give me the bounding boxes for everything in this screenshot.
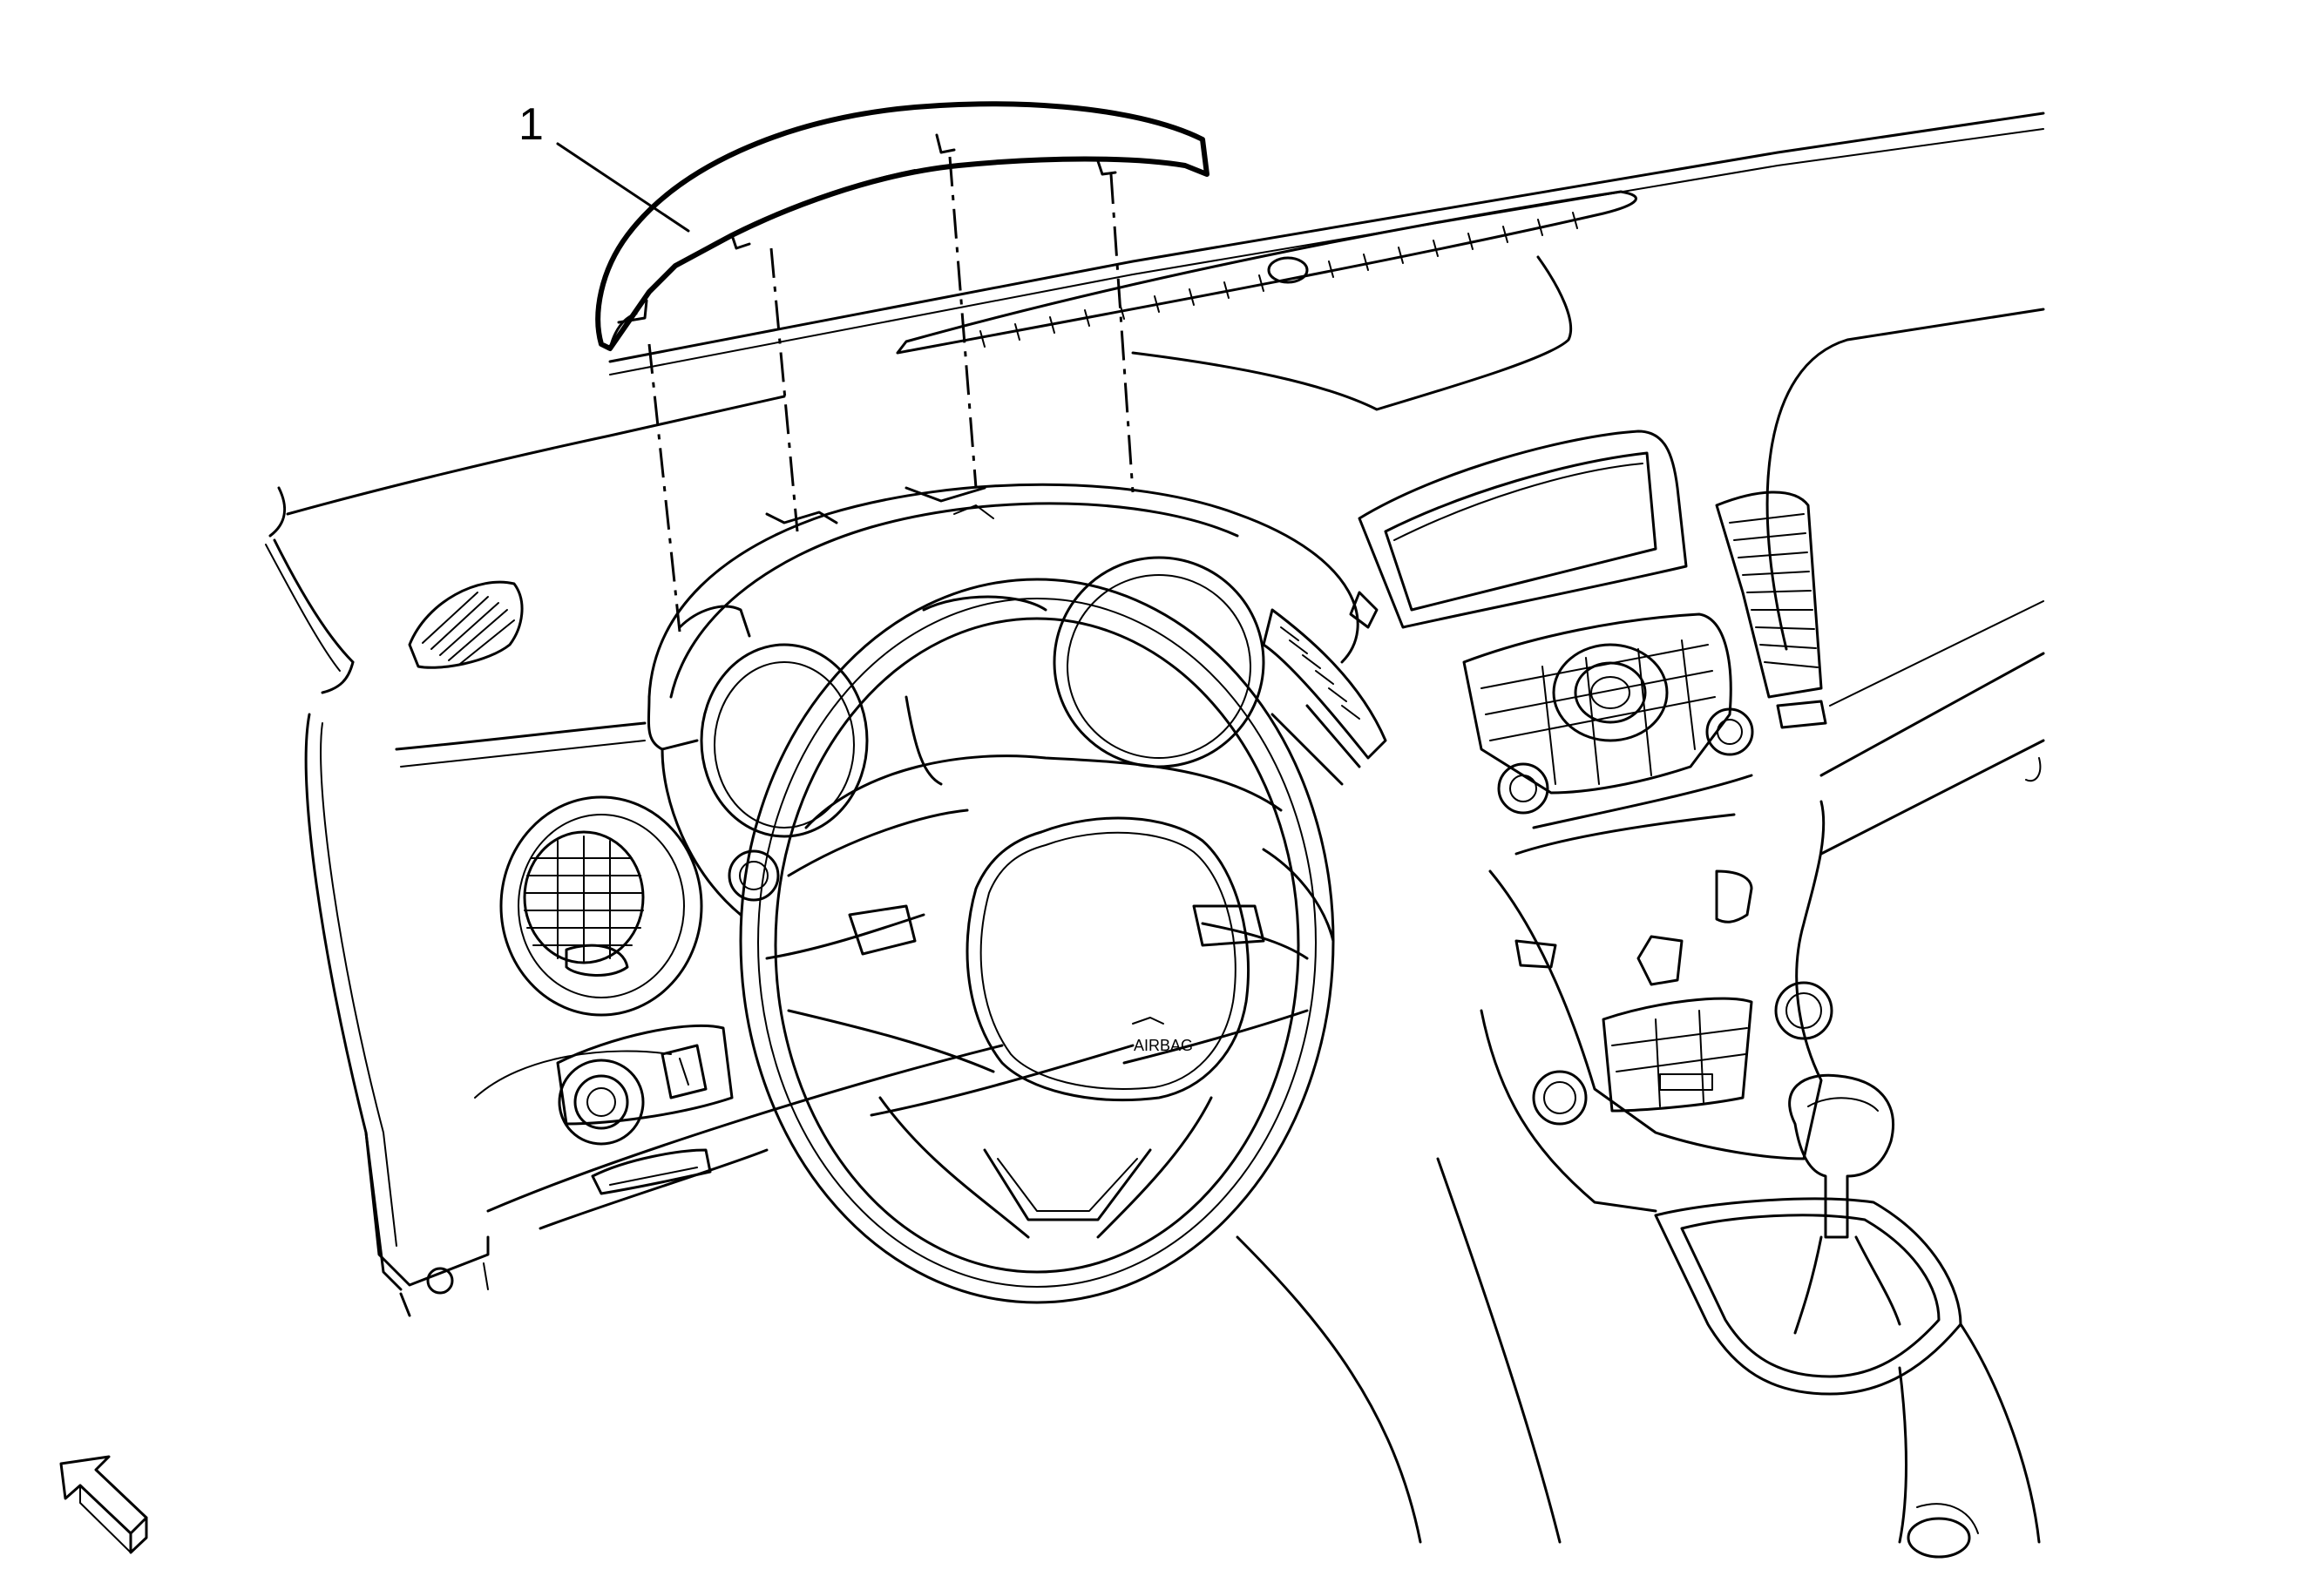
display-hood [1131, 255, 1573, 411]
left-round-vent [499, 795, 703, 1017]
steering-wheel [739, 578, 1335, 1304]
lower-left-slot [539, 1148, 769, 1230]
left-lower-panel [304, 713, 1135, 1317]
steering-column-controls [728, 591, 1387, 902]
callout-1: 1 [518, 99, 690, 233]
center-right-vent [1715, 490, 1827, 729]
airbag-module: AIRBAG [966, 816, 1250, 1102]
front-direction-arrow-icon [59, 1455, 148, 1554]
instrument-cluster-bezel [647, 483, 1359, 917]
callout-label-1: 1 [518, 99, 544, 150]
dash-top-surface [265, 112, 2045, 694]
airbag-label: AIRBAG [1134, 1037, 1193, 1054]
gear-shifter [1654, 1073, 1962, 1396]
headlamp-switch [556, 1024, 734, 1146]
floor-lines [1236, 1157, 2041, 1559]
defrost-vent [896, 190, 1637, 355]
right-dash-lines [1765, 308, 2045, 856]
left-side-vent [408, 580, 524, 669]
cluster-trim-panel [595, 101, 1209, 351]
center-display [1358, 430, 1688, 629]
center-console [1480, 800, 1833, 1213]
assembly-lines [647, 156, 1135, 633]
radio-faceplate [1462, 612, 1754, 856]
